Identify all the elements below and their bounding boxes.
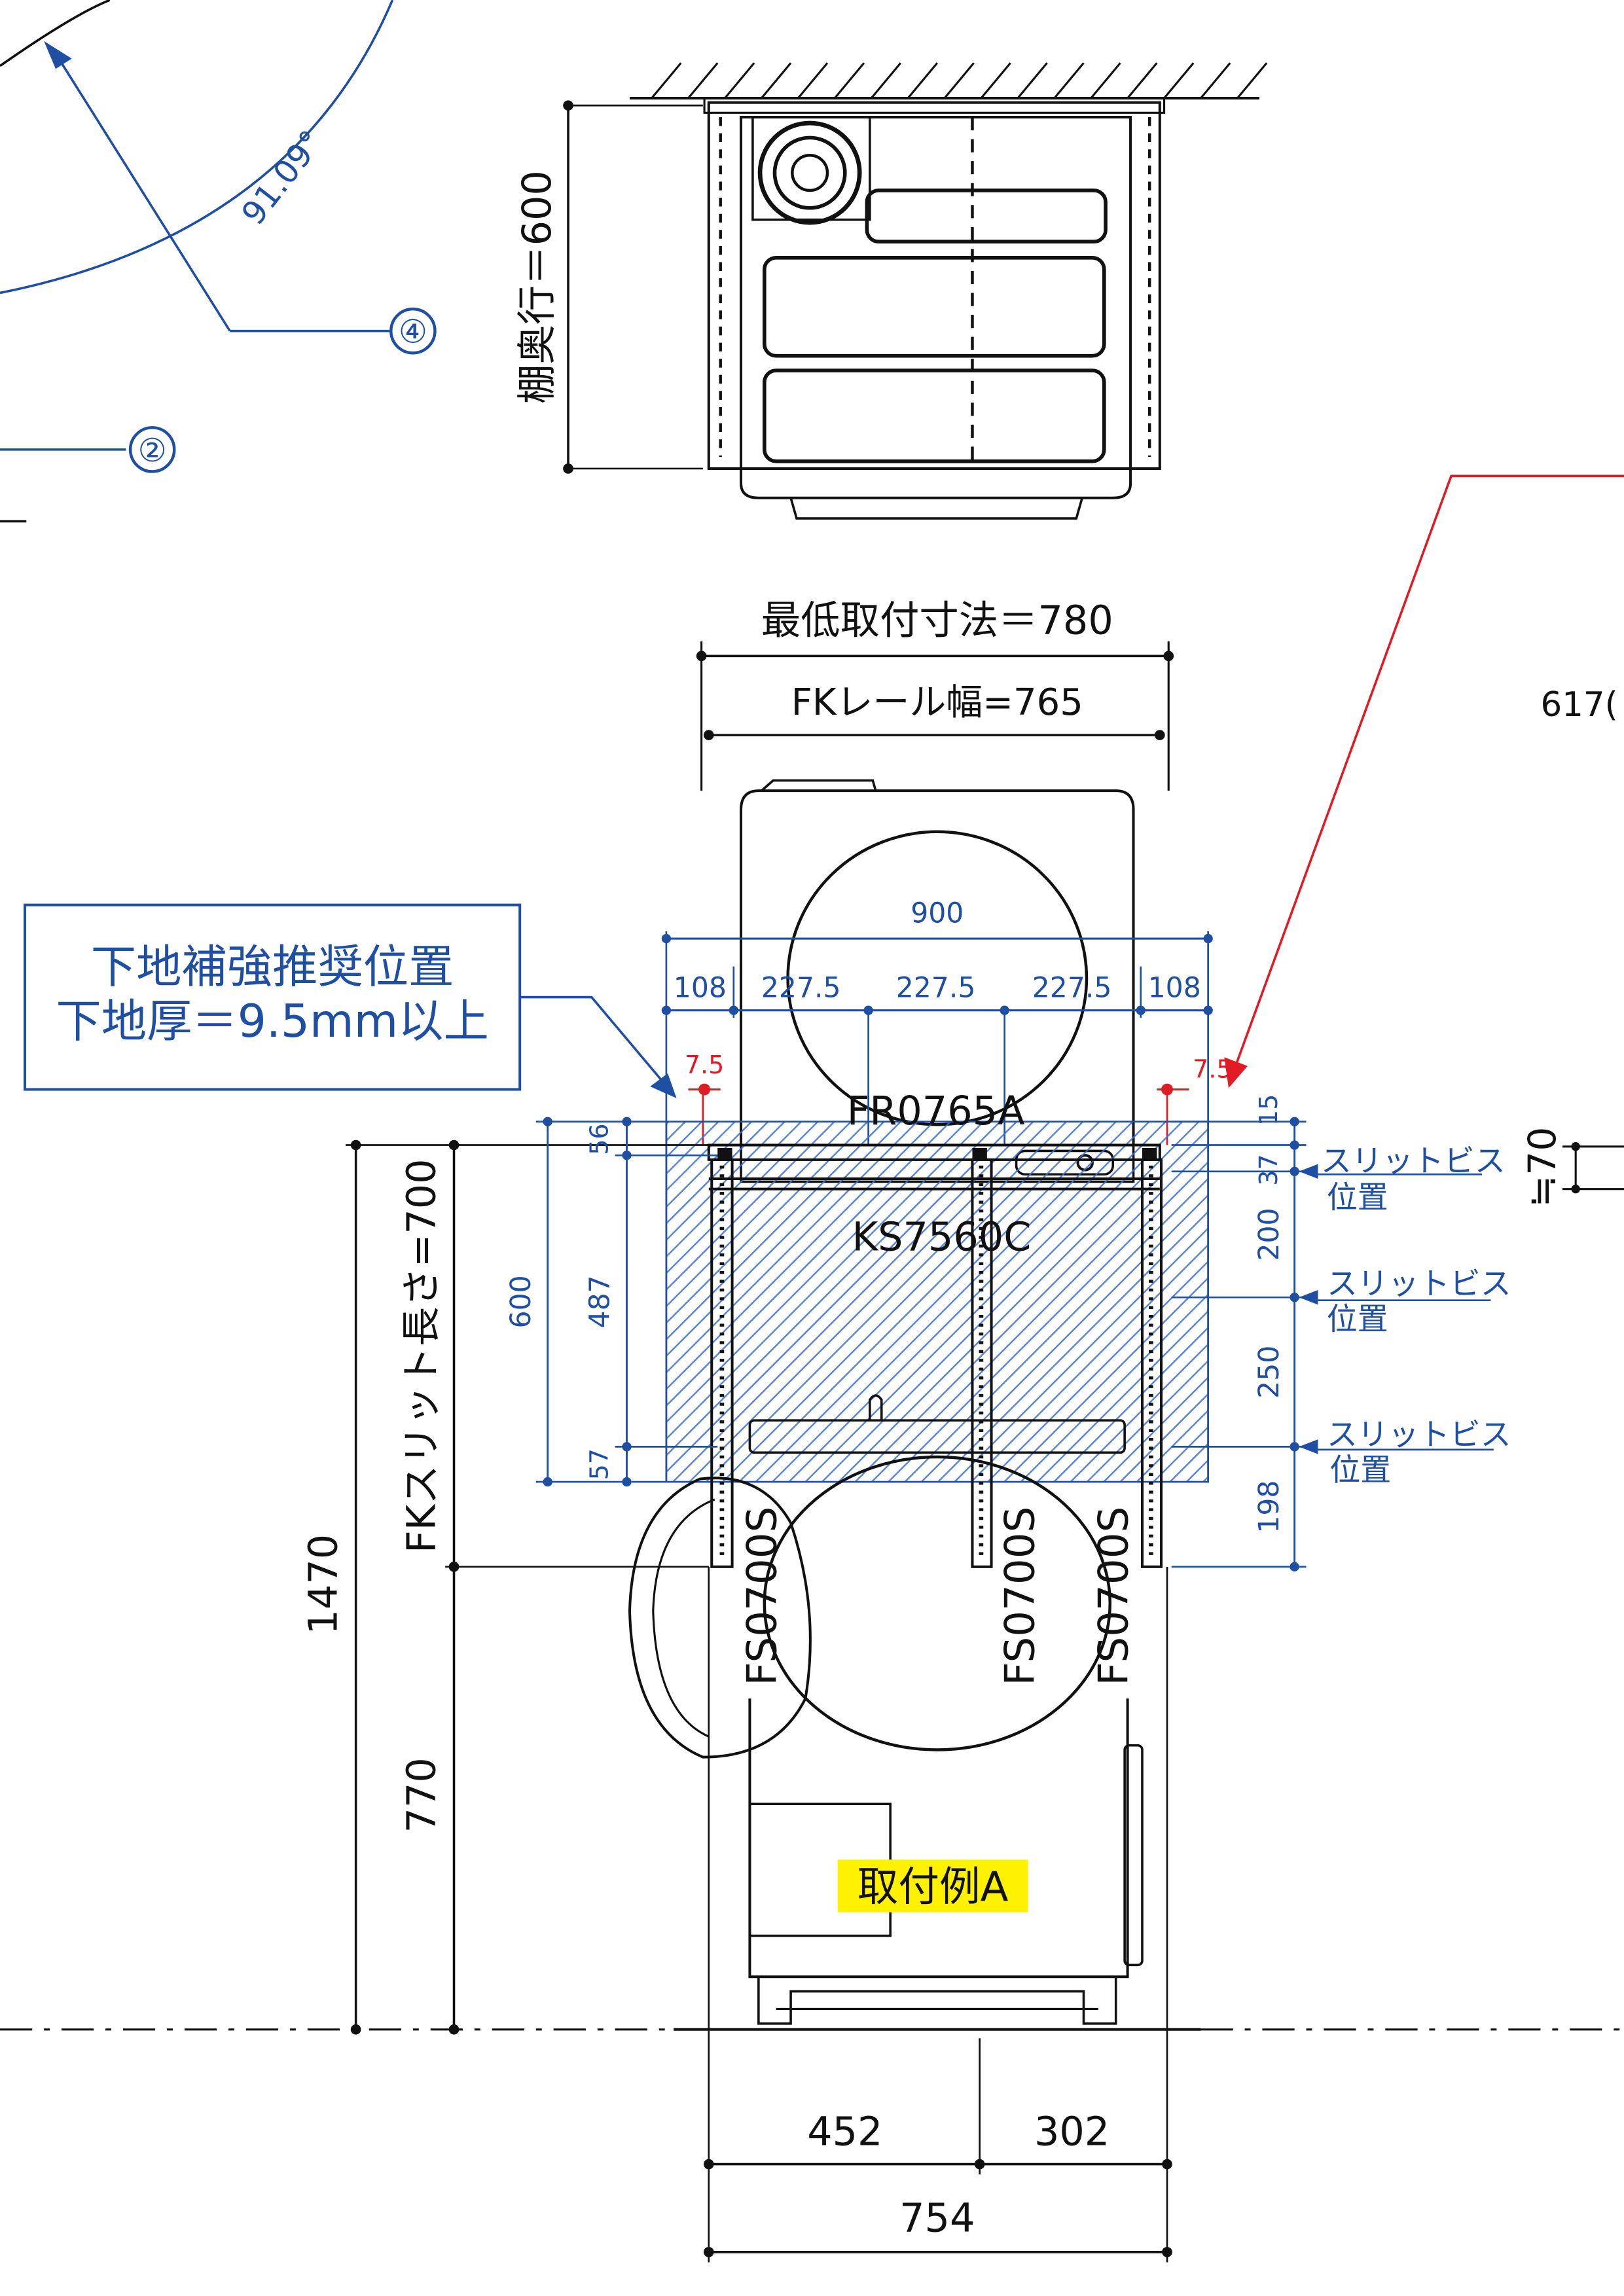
dimension-dot-icon [1162, 2159, 1172, 2170]
reinforcement-callout: 下地補強推奨位置 下地厚＝9.5mm以上 [24, 903, 677, 1098]
dimension-dot-icon [1290, 1140, 1299, 1150]
height-1470-label: 1470 [301, 1534, 347, 1635]
dim-37-label: 37 [1254, 1154, 1283, 1185]
rail-width-label: FKレール幅=765 [791, 681, 1083, 724]
dimension-dot-icon [1290, 1562, 1299, 1571]
mount-hardware: FR0765A KS7560C FS0700S FS0700S FS0700S [707, 1088, 1163, 1686]
arrowhead-icon [1224, 1057, 1248, 1088]
dim-2275-3: 227.5 [1032, 973, 1112, 1005]
offset-75-left: 7.5 [685, 1050, 724, 1079]
dim-900: 900 [911, 897, 964, 929]
screw-label-3b: 位置 [1329, 1452, 1391, 1488]
dim-57-label: 57 [585, 1448, 613, 1480]
partial-dimension-label: 617( [1540, 685, 1617, 725]
dimension-dot-icon [350, 1139, 361, 1151]
dimension-dot-icon [448, 1561, 460, 1572]
rail-model-label: FR0765A [847, 1088, 1025, 1134]
callout-line-1: 下地補強推奨位置 [91, 941, 454, 994]
dim-15-label: 15 [1254, 1094, 1283, 1126]
dimension-dot-icon [622, 1117, 632, 1126]
dimension-dot-icon [1000, 1005, 1009, 1015]
width-302-label: 302 [1034, 2109, 1110, 2155]
callout-line-2: 下地厚＝9.5mm以上 [56, 996, 488, 1048]
reinforcement-area [665, 1121, 1209, 1483]
dimension-dot-icon [543, 1117, 552, 1126]
dim-2275-2: 227.5 [896, 973, 976, 1005]
blue-dimensions: 900 108 227.5 227.5 227.5 108 7.5 7.5 [661, 475, 1624, 1482]
height-770-label: 770 [399, 1757, 444, 1833]
top-view: 棚奥行＝600 [514, 62, 1268, 520]
dimension-dot-icon [1290, 1293, 1299, 1302]
angle-label: 91.09° [234, 123, 331, 232]
left-dimensions: 1470 FKスリット長さ=700 770 600 56 487 57 [301, 1117, 718, 2035]
dim-2275-1: 227.5 [761, 973, 841, 1005]
screw-label-3a: スリットビス [1327, 1417, 1511, 1453]
dimension-dot-icon [1290, 1166, 1299, 1176]
top-view-leaders: 91.09° ④ ② [0, 0, 437, 523]
screw-label-2a: スリットビス [1327, 1266, 1511, 1302]
dim-56-label: 56 [585, 1123, 613, 1155]
dim-198-label: 198 [1254, 1480, 1286, 1534]
example-label: 取付例A [857, 1863, 1009, 1910]
arrowhead-icon [1299, 1439, 1318, 1454]
shelf-model-label: KS7560C [852, 1215, 1032, 1261]
dim-200-label: 200 [1254, 1208, 1286, 1261]
dim-600-label: 600 [505, 1275, 537, 1328]
width-452-label: 452 [807, 2109, 882, 2155]
dimension-dot-icon [1154, 730, 1165, 740]
approx-70-label: ≒70 [1520, 1127, 1564, 1208]
marker-2: ② [138, 431, 167, 469]
dimension-dot-icon [1571, 1184, 1580, 1194]
dimension-dot-icon [1136, 1005, 1146, 1015]
dimension-dot-icon [543, 1477, 552, 1487]
dimension-dot-icon [1162, 2246, 1172, 2257]
screw-label-1b: 位置 [1327, 1180, 1388, 1216]
screw-label-2b: 位置 [1327, 1301, 1388, 1337]
dimension-dot-icon [703, 730, 714, 740]
dimension-dot-icon [563, 463, 573, 474]
min-mount-label: 最低取付寸法＝780 [761, 598, 1113, 644]
slit-model-left: FS0700S [738, 1507, 786, 1686]
dimension-dot-icon [1290, 1117, 1299, 1126]
dimension-dot-icon [563, 100, 573, 111]
dimension-dot-icon [863, 1005, 873, 1015]
dimension-dot-icon [448, 1139, 460, 1151]
dimension-dot-icon [622, 1477, 632, 1487]
width-754-label: 754 [899, 2195, 975, 2241]
dimension-dot-icon [729, 1005, 738, 1015]
front-top-dimensions: 最低取付寸法＝780 FKレール幅=765 617( [696, 598, 1618, 791]
arrowhead-icon [650, 1073, 677, 1098]
dim-250-label: 250 [1254, 1346, 1286, 1399]
arrowhead-icon [44, 41, 72, 69]
dimension-dot-icon [1161, 1083, 1173, 1096]
bottom-dimensions: 452 302 754 [703, 1566, 1172, 2263]
dimension-dot-icon [703, 2246, 714, 2257]
arrowhead-icon [1299, 1164, 1318, 1179]
dimension-dot-icon [703, 2159, 714, 2170]
slit-model-center: FS0700S [996, 1507, 1043, 1686]
washer-unit: 取付例A [628, 1394, 1144, 2025]
dimension-dot-icon [448, 2024, 460, 2035]
marker-4: ④ [399, 313, 427, 351]
dimension-dot-icon [1290, 1442, 1299, 1452]
slit-length-label: FKスリット長さ=700 [399, 1158, 444, 1553]
dimension-dot-icon [698, 1083, 711, 1096]
dimension-dot-icon [1163, 651, 1174, 662]
dimension-dot-icon [622, 1442, 632, 1452]
dimension-dot-icon [350, 2024, 361, 2035]
dim-487-label: 487 [585, 1275, 617, 1328]
right-dimensions: 15 37 200 250 198 スリットビス 位置 スリットビス 位置 スリ… [1171, 1094, 1624, 1571]
shelf-depth-label: 棚奥行＝600 [514, 170, 560, 404]
dimension-dot-icon [974, 2159, 985, 2170]
dimension-dot-icon [1571, 1142, 1580, 1151]
screw-label-1a: スリットビス [1321, 1143, 1506, 1179]
dim-108-left: 108 [674, 973, 727, 1005]
dimension-dot-icon [661, 1005, 672, 1015]
dimension-dot-icon [622, 1151, 632, 1160]
dimension-dot-icon [696, 651, 707, 662]
arrowhead-icon [1299, 1290, 1318, 1305]
dim-108-right: 108 [1148, 973, 1201, 1005]
dimension-dot-icon [1203, 1005, 1213, 1015]
